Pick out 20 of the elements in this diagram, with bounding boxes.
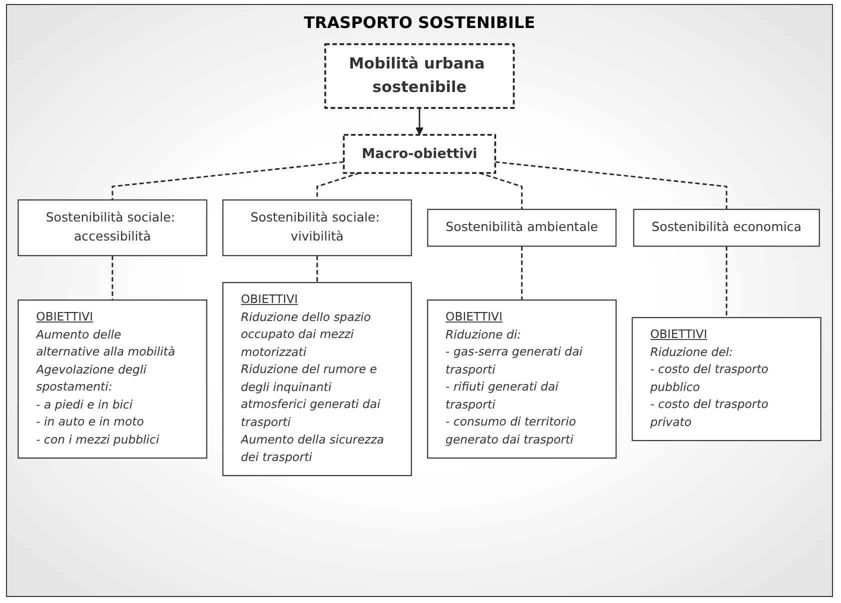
- node-box: [632, 317, 822, 442]
- node-box: [18, 199, 208, 256]
- node-box: [18, 300, 208, 459]
- connector: [479, 172, 523, 210]
- connector: [495, 161, 728, 210]
- connector: [726, 246, 728, 318]
- node-box: [633, 208, 820, 247]
- connector: [316, 172, 360, 200]
- node-box: [324, 43, 515, 109]
- node-box: [222, 199, 412, 256]
- diagram-title: TRASPORTO SOSTENIBILE: [304, 13, 536, 32]
- connector: [521, 246, 523, 300]
- node-box: [427, 300, 617, 459]
- node-box: [342, 134, 496, 174]
- node-box: [222, 282, 412, 476]
- connector: [316, 256, 318, 283]
- node-box: [427, 208, 617, 247]
- connector: [112, 256, 114, 300]
- connector: [112, 161, 344, 200]
- arrow: [416, 108, 424, 136]
